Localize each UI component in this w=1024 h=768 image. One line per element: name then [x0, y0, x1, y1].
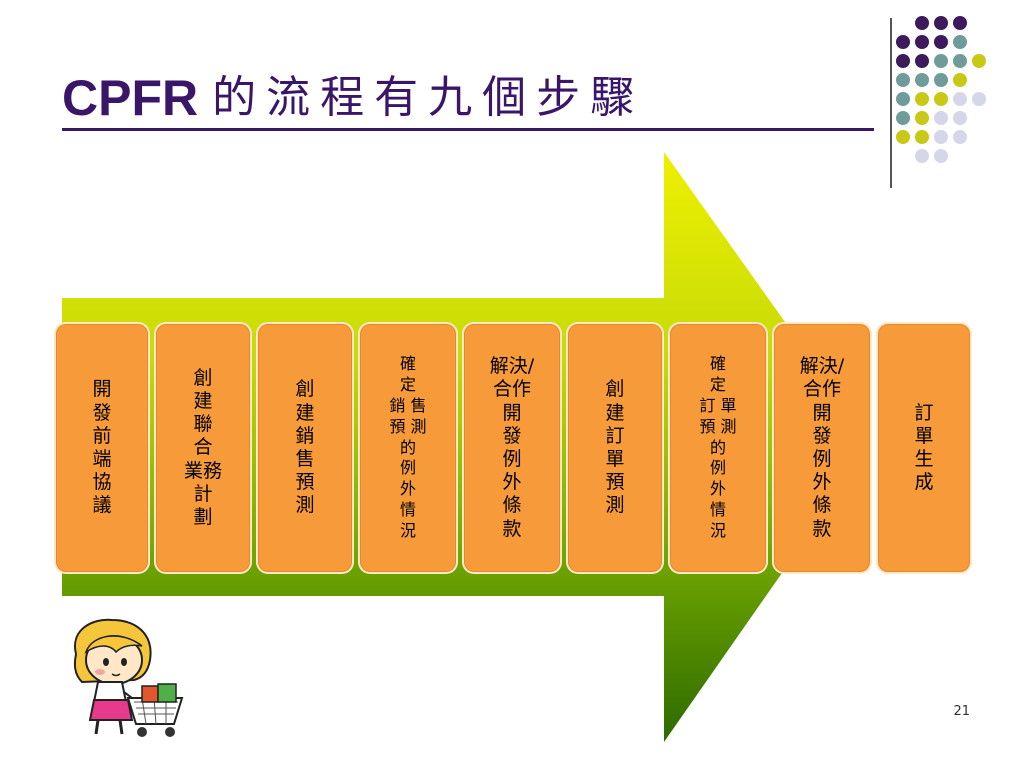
step-line: 創 [193, 366, 213, 389]
shopping-girl-clipart [73, 618, 184, 737]
step-line: 外 [399, 479, 416, 499]
step-box: 創建銷售預測 [256, 322, 354, 574]
step-line: 例 [399, 458, 416, 478]
step-line: 單 [605, 448, 625, 470]
step-line: 售 [295, 448, 315, 470]
step-line: 預 [605, 471, 625, 494]
step-line: 預 [295, 471, 315, 494]
step-line: 測 [605, 494, 625, 517]
step-line: 創 [605, 378, 625, 401]
step-line: 開 [812, 401, 832, 424]
step-text: 創建銷售預測 [295, 378, 314, 517]
step-text: 確定銷 售預 測的例外情況 [389, 354, 426, 541]
step-line: 協 [92, 471, 112, 494]
step-text: 訂單生成 [914, 402, 933, 495]
step-line: 成 [914, 471, 934, 494]
title-underline [62, 128, 874, 131]
step-line: 前 [92, 424, 112, 447]
step-text: 創建訂單預測 [605, 378, 624, 517]
step-box: 創建聯合業務計劃 [154, 322, 252, 574]
step-box: 解決/合作開發例外條款 [772, 322, 872, 574]
step-box: 開發前端協議 [54, 322, 150, 574]
step-line: 議 [92, 494, 112, 517]
step-line: 訂 [914, 401, 934, 424]
step-line: 開 [502, 401, 522, 424]
step-line: 情 [399, 499, 416, 519]
step-box: 解決/合作開發例外條款 [462, 322, 562, 574]
step-line: 定 [709, 375, 726, 395]
step-line: 訂 [605, 424, 625, 447]
step-line: 的 [399, 437, 416, 457]
step-line: 銷 [295, 424, 315, 447]
step-line: 款 [502, 517, 522, 540]
step-line: 解決/ [489, 355, 535, 378]
step-line: 業務 [183, 459, 222, 482]
step-box: 訂單生成 [876, 322, 972, 574]
step-text: 解決/合作開發例外條款 [800, 355, 844, 540]
step-line: 預 測 [699, 416, 737, 436]
step-line: 合作 [802, 378, 841, 401]
step-line: 訂 單 [699, 396, 737, 415]
step-line: 發 [812, 424, 832, 447]
step-line: 外 [812, 471, 832, 494]
step-line: 定 [399, 375, 416, 395]
step-line: 確 [709, 354, 726, 374]
step-line: 合作 [492, 378, 531, 401]
step-line: 況 [399, 520, 416, 540]
step-line: 建 [193, 390, 213, 413]
step-line: 合 [193, 436, 213, 459]
step-line: 創 [295, 378, 315, 401]
step-line: 發 [92, 401, 112, 424]
step-line: 建 [605, 401, 625, 424]
step-text: 確定訂 單預 測的例外情況 [699, 354, 736, 541]
step-line: 開 [92, 378, 112, 401]
step-text: 創建聯合業務計劃 [184, 367, 222, 529]
step-line: 況 [709, 520, 726, 540]
step-line: 計 [193, 482, 213, 505]
step-line: 例 [709, 458, 726, 478]
step-line: 預 測 [389, 416, 427, 436]
step-text: 解決/合作開發例外條款 [490, 355, 534, 540]
step-line: 建 [295, 401, 315, 424]
step-line: 劃 [193, 505, 213, 528]
step-line: 例 [502, 448, 522, 470]
step-line: 解決/ [799, 355, 845, 378]
step-line: 外 [709, 479, 726, 499]
step-line: 款 [812, 517, 832, 540]
step-line: 單 [914, 424, 934, 447]
step-line: 聯 [193, 413, 213, 436]
step-box: 確定訂 單預 測的例外情況 [668, 322, 768, 574]
step-line: 生 [914, 448, 934, 470]
step-line: 的 [709, 437, 726, 457]
step-line: 例 [812, 448, 832, 470]
step-line: 條 [812, 494, 832, 517]
step-line: 外 [502, 471, 522, 494]
page-number: 21 [953, 704, 970, 719]
step-line: 情 [709, 499, 726, 519]
step-line: 條 [502, 494, 522, 517]
title-text: 的流程有九個步驟 [212, 72, 645, 123]
slide-title: CPFR 的流程有九個步驟 [62, 62, 644, 126]
step-line: 端 [92, 448, 112, 470]
step-line: 測 [295, 494, 315, 517]
step-line: 銷 售 [389, 396, 427, 415]
step-line: 發 [502, 424, 522, 447]
title-acronym: CPFR [62, 70, 199, 126]
divider-line [890, 18, 892, 188]
step-line: 確 [399, 354, 416, 374]
step-box: 確定銷 售預 測的例外情況 [358, 322, 458, 574]
step-text: 開發前端協議 [92, 378, 111, 517]
step-box: 創建訂單預測 [566, 322, 664, 574]
